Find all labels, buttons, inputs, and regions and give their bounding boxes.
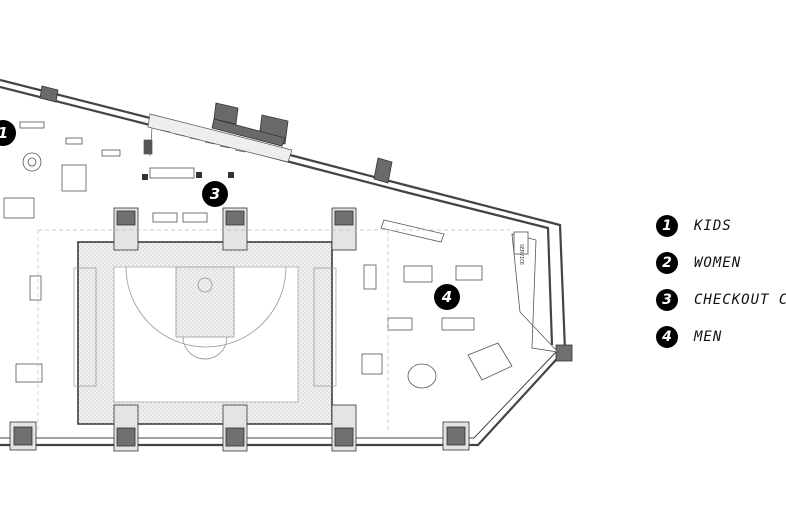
exterior-walls <box>0 78 567 447</box>
marker-kids-number: 1 <box>0 124 8 142</box>
legend: 1 KIDS 2 WOMEN 3 CHECKOUT COUNTER 4 MEN <box>656 214 786 362</box>
court-zone <box>73 241 337 425</box>
legend-label: WOMEN <box>694 255 742 271</box>
legend-item-kids: 1 KIDS <box>656 214 786 238</box>
legend-item-men: 4 MEN <box>656 325 786 349</box>
zone-boundaries <box>37 229 510 430</box>
structural-columns <box>39 85 393 184</box>
legend-label: KIDS <box>694 218 732 234</box>
staircase <box>143 113 293 163</box>
legend-number: 4 <box>656 326 678 348</box>
marker-checkout-number: 3 <box>209 185 221 203</box>
marker-men: 4 <box>434 284 460 310</box>
legend-label: CHECKOUT COUNTER <box>694 292 786 308</box>
service-sign: SERVICE <box>518 244 524 265</box>
display-kiosks <box>9 207 573 452</box>
legend-number: 3 <box>656 289 678 311</box>
fixtures <box>3 121 560 389</box>
legend-item-checkout: 3 CHECKOUT COUNTER <box>656 288 786 312</box>
legend-number: 2 <box>656 252 678 274</box>
marker-men-number: 4 <box>441 288 453 306</box>
legend-label: MEN <box>694 329 723 345</box>
marker-checkout: 3 <box>202 181 228 207</box>
checkout-terminals <box>142 172 234 180</box>
legend-item-women: 2 WOMEN <box>656 251 786 275</box>
legend-number: 1 <box>656 215 678 237</box>
marker-kids: 1 <box>0 120 16 146</box>
